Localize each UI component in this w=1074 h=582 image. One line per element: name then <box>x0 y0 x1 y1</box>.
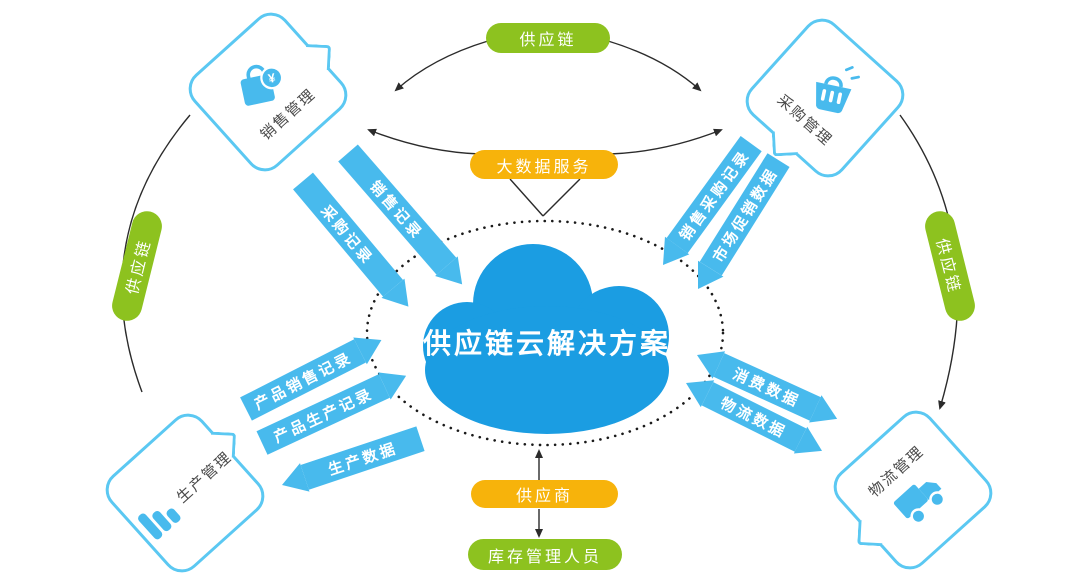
arrow-sales-record: 销售记录 <box>337 143 474 295</box>
pill-supply-chain-left: 供应链 <box>108 208 166 324</box>
pill-supply-chain-top: 供应链 <box>486 23 610 53</box>
node-sales-management: ¥ 销售管理 <box>180 4 356 180</box>
pill-label: 供应链 <box>519 32 577 49</box>
node-label: 生产管理 <box>173 447 236 507</box>
pill-label: 大数据服务 <box>496 158 592 176</box>
pill-label: 供应链 <box>124 236 155 297</box>
node-tail <box>857 519 884 547</box>
bar-chart-icon <box>138 508 181 540</box>
node-production-management: 生产管理 <box>97 405 273 581</box>
pill-supply-chain-right: 供应链 <box>921 208 979 324</box>
pill-label: 供应商 <box>515 488 573 505</box>
arrow-label: 生产数据 <box>300 426 425 490</box>
shopping-basket-icon <box>816 65 861 113</box>
node-tail <box>771 130 799 157</box>
delivery-truck-icon <box>893 481 945 524</box>
pill-label: 库存管理人员 <box>487 548 602 566</box>
svg-text:¥: ¥ <box>267 70 277 85</box>
pill-supplier: 供应商 <box>471 480 618 508</box>
shopping-bag-yen-icon: ¥ <box>240 64 283 106</box>
pill-inventory-staff: 库存管理人员 <box>468 539 622 570</box>
cloud-title: 供应链云解决方案 <box>422 328 671 359</box>
node-logistics-management: 物流管理 <box>825 402 1001 578</box>
pill-label: 供应链 <box>932 236 963 297</box>
pill-big-data-service: 大数据服务 <box>470 150 618 179</box>
node-tail <box>304 43 332 71</box>
node-purchasing-management: 采购管理 <box>737 10 913 186</box>
